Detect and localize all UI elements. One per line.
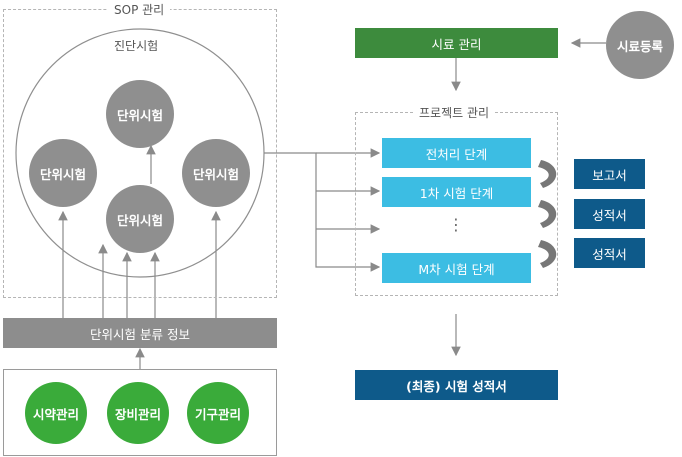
unit-test-circle-left: 단위시험 — [29, 139, 97, 207]
ellipsis: ⋮ — [448, 215, 464, 234]
curved-arrow-icon — [538, 160, 557, 188]
equipment-management-circle: 장비관리 — [107, 382, 169, 444]
reagent-management-circle: 시약관리 — [25, 382, 87, 444]
unit-test-circle-right: 단위시험 — [182, 139, 250, 207]
curved-arrow-icon — [538, 240, 557, 268]
first-test-step: 1차 시험 단계 — [382, 177, 531, 207]
certificate-output-2: 성적서 — [574, 238, 645, 268]
instrument-management-circle: 기구관리 — [187, 382, 249, 444]
certificate-output-1: 성적서 — [574, 199, 645, 229]
project-title: 프로젝트 관리 — [413, 104, 496, 121]
diagnostic-label: 진단시험 — [108, 37, 165, 54]
curved-arrow-icon — [538, 200, 557, 228]
unit-test-circle-top: 단위시험 — [106, 80, 174, 148]
unit-test-circle-center: 단위시험 — [106, 185, 174, 253]
sample-management-bar: 시료 관리 — [355, 28, 558, 58]
m-test-step: M차 시험 단계 — [382, 253, 531, 283]
pretreatment-step: 전처리 단계 — [382, 138, 531, 168]
final-report-bar: (최종) 시험 성적서 — [355, 370, 558, 400]
report-output: 보고서 — [574, 159, 645, 189]
sample-register-circle: 시료등록 — [606, 11, 674, 79]
classification-bar: 단위시험 분류 정보 — [3, 318, 277, 348]
resource-frame — [3, 369, 277, 456]
sop-title: SOP 관리 — [108, 1, 171, 18]
